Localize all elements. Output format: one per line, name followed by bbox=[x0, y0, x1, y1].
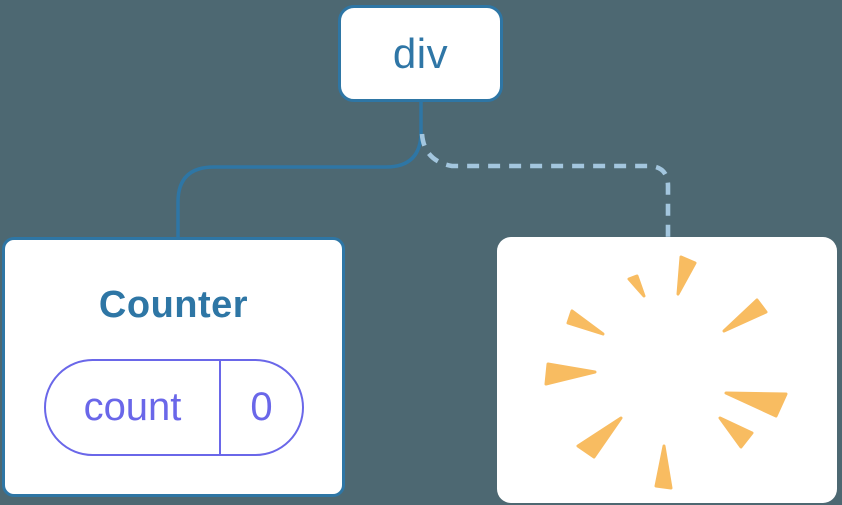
root-node-label: div bbox=[392, 29, 449, 77]
poof-ray bbox=[722, 298, 768, 333]
counter-node-title: Counter bbox=[98, 284, 249, 326]
tree-node-removed bbox=[497, 237, 837, 503]
poof-ray bbox=[576, 416, 623, 459]
poof-icon bbox=[544, 255, 788, 490]
poof-ray bbox=[724, 391, 788, 418]
edge-root-to-counter bbox=[176, 102, 423, 238]
state-pill-key: count bbox=[46, 361, 221, 454]
poof-ray bbox=[654, 444, 673, 490]
tree-node-root: div bbox=[338, 5, 503, 102]
state-pill-value: 0 bbox=[250, 385, 273, 429]
tree-node-counter: Counter count 0 bbox=[2, 237, 345, 497]
state-pill: count 0 bbox=[44, 359, 304, 456]
poof-ray bbox=[566, 309, 605, 336]
poof-ray bbox=[676, 255, 697, 296]
poof-ray bbox=[718, 416, 754, 449]
poof-ray bbox=[627, 274, 646, 298]
poof-ray bbox=[544, 362, 597, 386]
edge-root-to-removed-dashed bbox=[419, 133, 671, 237]
